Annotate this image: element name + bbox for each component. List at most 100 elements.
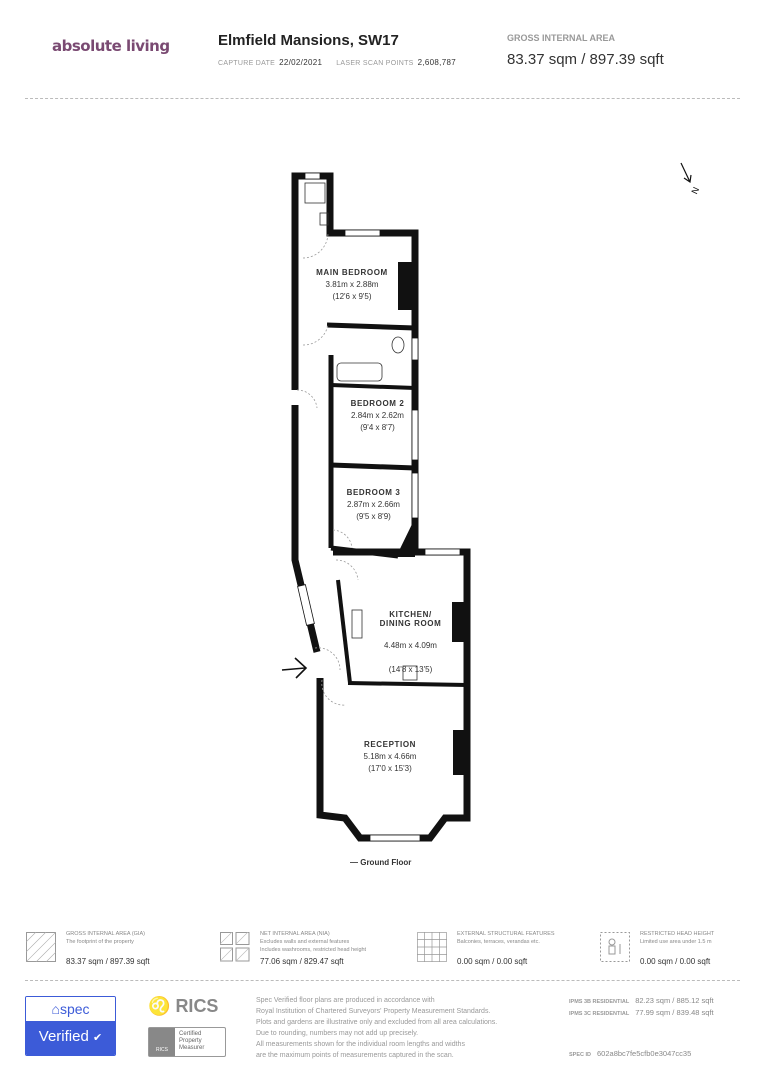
footer-divider	[25, 980, 740, 981]
disclaimer-line: Royal Institution of Chartered Surveyors…	[256, 1008, 491, 1015]
legend-value: 83.37 sqm / 897.39 sqft	[66, 957, 150, 966]
person-height-icon	[600, 932, 630, 962]
room-bedroom-3: BEDROOM 3 2.87m x 2.66m (9'5 x 8'9)	[336, 487, 411, 523]
legend-value: 0.00 sqm / 0.00 sqft	[457, 957, 528, 966]
rics-mini-logo: RICS	[149, 1028, 175, 1056]
gia-value: 83.37 sqm / 897.39 sqft	[507, 51, 664, 68]
legend-title: GROSS INTERNAL AREA (GIA)	[66, 931, 145, 937]
room-name: KITCHEN/ DINING ROOM	[379, 610, 442, 628]
spec-verified-badge: ⌂spec Verified ✔	[25, 996, 116, 1056]
legend-value: 0.00 sqm / 0.00 sqft	[640, 957, 711, 966]
spec-id-value: 602a8bc7fe5cfb0e3047cc35	[597, 1049, 692, 1058]
ipms-3c-label: IPMS 3C RESIDENTIAL	[569, 1011, 630, 1017]
legend-desc-2: Includes washrooms, restricted head heig…	[260, 947, 367, 953]
property-title: Elmfield Mansions, SW17	[218, 32, 399, 49]
room-reception: RECEPTION 5.18m x 4.66m (17'0 x 15'3)	[350, 739, 430, 775]
kitchen-sink-icon	[351, 609, 363, 639]
legend-title: RESTRICTED HEAD HEIGHT	[640, 931, 715, 937]
wall-kitchen-reception	[347, 681, 468, 687]
room-name: MAIN BEDROOM	[316, 268, 388, 277]
spec-id: SPEC ID 602a8bc7fe5cfb0e3047cc35	[569, 1049, 691, 1058]
rics-certified-badge: RICS Certified Property Measurer	[148, 1027, 226, 1057]
north-label: N	[689, 185, 701, 195]
spec-verified-label: Verified	[38, 1028, 89, 1045]
door-swings	[296, 232, 359, 706]
wall-bedroom-2-3	[330, 462, 416, 471]
legend-title: EXTERNAL STRUCTURAL FEATURES	[457, 931, 555, 937]
room-metric: 2.87m x 2.66m	[347, 500, 400, 509]
room-name: RECEPTION	[363, 740, 417, 749]
check-circle-icon: ✔	[93, 1032, 103, 1044]
rics-logo: ♌ RICS	[148, 996, 218, 1017]
window	[411, 472, 419, 519]
room-imperial: (9'4 x 8'7)	[360, 423, 395, 432]
bath-icon	[336, 362, 383, 382]
disclaimer-line: Due to rounding, numbers may not add up …	[256, 1030, 419, 1037]
hatched-square-icon	[26, 932, 56, 962]
gia-label: GROSS INTERNAL AREA	[507, 33, 616, 43]
spec-id-label: SPEC ID	[569, 1052, 592, 1058]
disclaimer-line: Spec Verified floor plans are produced i…	[256, 997, 435, 1004]
fixtures	[304, 182, 418, 681]
legend-desc: Balconies, terraces, verandas etc.	[457, 939, 540, 945]
header-divider	[25, 98, 740, 99]
disclaimer-line: are the maximum points of measurements c…	[256, 1052, 454, 1059]
grid-icon	[417, 932, 447, 962]
room-name: BEDROOM 3	[346, 488, 401, 497]
legend-desc: The footprint of the property	[66, 939, 134, 945]
window	[344, 229, 381, 237]
legend-value: 77.06 sqm / 829.47 sqft	[260, 957, 344, 966]
room-metric: 3.81m x 2.88m	[325, 280, 379, 289]
lion-icon: ♌	[148, 996, 171, 1016]
outer-wall-left	[291, 172, 419, 553]
room-name: BEDROOM 2	[350, 399, 405, 408]
chimney-main-bedroom	[398, 262, 412, 310]
laser-points-label: LASER SCAN POINTS	[336, 60, 414, 67]
room-imperial: (9'5 x 8'9)	[356, 512, 391, 521]
legend-desc: Excludes walls and external features	[260, 939, 350, 945]
capture-date: 22/02/2021	[279, 58, 323, 67]
disclaimer: Spec Verified floor plans are produced i…	[256, 995, 497, 1061]
rics-logo-text: RICS	[175, 996, 219, 1016]
room-imperial: (17'0 x 15'3)	[368, 764, 412, 773]
room-metric: 2.84m x 2.62m	[351, 411, 404, 420]
window	[411, 337, 419, 361]
spec-logo: spec	[59, 1001, 90, 1017]
room-bedroom-2: BEDROOM 2 2.84m x 2.62m (9'4 x 8'7)	[340, 398, 415, 434]
room-metric: 4.48m x 4.09m	[384, 641, 437, 650]
window	[424, 548, 461, 556]
room-metric: 5.18m x 4.66m	[363, 752, 417, 761]
room-kitchen-dining: KITCHEN/ DINING ROOM 4.48m x 4.09m (14'8…	[368, 598, 453, 688]
wall-bathroom	[330, 383, 416, 390]
ipms-3b: IPMS 3B RESIDENTIAL 82.23 sqm / 885.12 sq…	[569, 996, 714, 1005]
kitchen-outer-wall	[316, 548, 471, 842]
walls	[291, 172, 471, 842]
windows	[297, 172, 461, 842]
room-imperial: (14'8 x 13'5)	[388, 665, 433, 674]
wall-bedroom-3	[330, 545, 399, 559]
window	[369, 834, 421, 842]
rics-cert-text: Certified Property Measurer	[179, 1031, 205, 1051]
window	[304, 172, 321, 180]
entrance-arrow	[281, 657, 308, 679]
window	[297, 584, 315, 626]
room-imperial: (12'6 x 9'5)	[332, 292, 372, 301]
ipms-3b-label: IPMS 3B RESIDENTIAL	[569, 999, 630, 1005]
disclaimer-line: All measurements shown for the individua…	[256, 1041, 465, 1048]
chimney-reception	[453, 730, 464, 775]
wall-main-bedroom	[326, 322, 416, 331]
disclaimer-line: Plots and gardens are illustrative only …	[256, 1019, 498, 1026]
floor-label: — Ground Floor	[350, 858, 412, 867]
sink-icon	[319, 212, 329, 226]
legend-desc: Limited use area under 1.5 m	[640, 939, 712, 945]
ipms-3b-value: 82.23 sqm / 885.12 sqft	[635, 996, 714, 1005]
spec-home-icon: ⌂	[51, 1001, 60, 1017]
absolute-living-logo: absolute living	[52, 37, 170, 55]
floor-plan: N	[281, 162, 701, 842]
shower-icon	[304, 182, 326, 204]
hatched-rooms-icon	[220, 932, 250, 962]
room-main-bedroom: MAIN BEDROOM 3.81m x 2.88m (12'6 x 9'5)	[312, 267, 392, 303]
toilet-icon	[391, 336, 405, 354]
